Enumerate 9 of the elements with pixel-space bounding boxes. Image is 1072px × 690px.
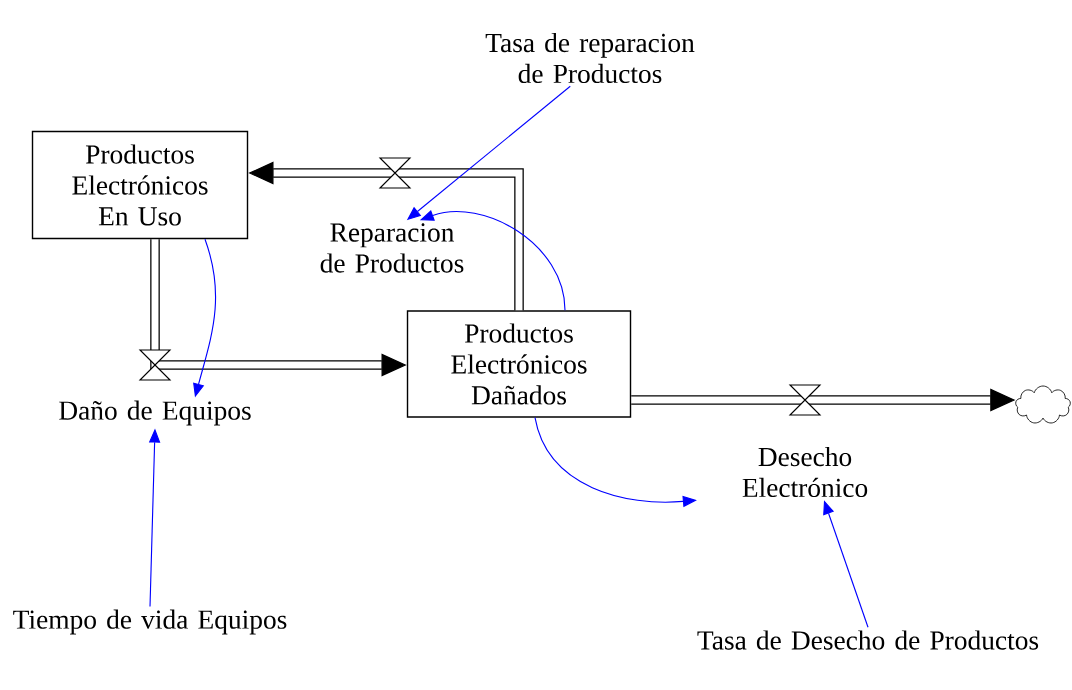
variable-label: Tasa de reparacion de Productos: [485, 32, 695, 84]
stock-box: Productos Electrónicos Dañados: [406, 310, 632, 418]
flow-label: Daño de Equipos: [59, 400, 251, 426]
variable-label: Tasa de Desecho de Productos: [697, 630, 1039, 650]
stock-box: Productos Electrónicos En Uso: [31, 130, 249, 240]
cloud-symbol: [1015, 385, 1071, 424]
flow-label: Reparacion de Productos: [320, 223, 464, 273]
flow-label: Desecho Electrónico: [742, 446, 868, 498]
variable-label: Tiempo de vida Equipos: [13, 609, 287, 635]
